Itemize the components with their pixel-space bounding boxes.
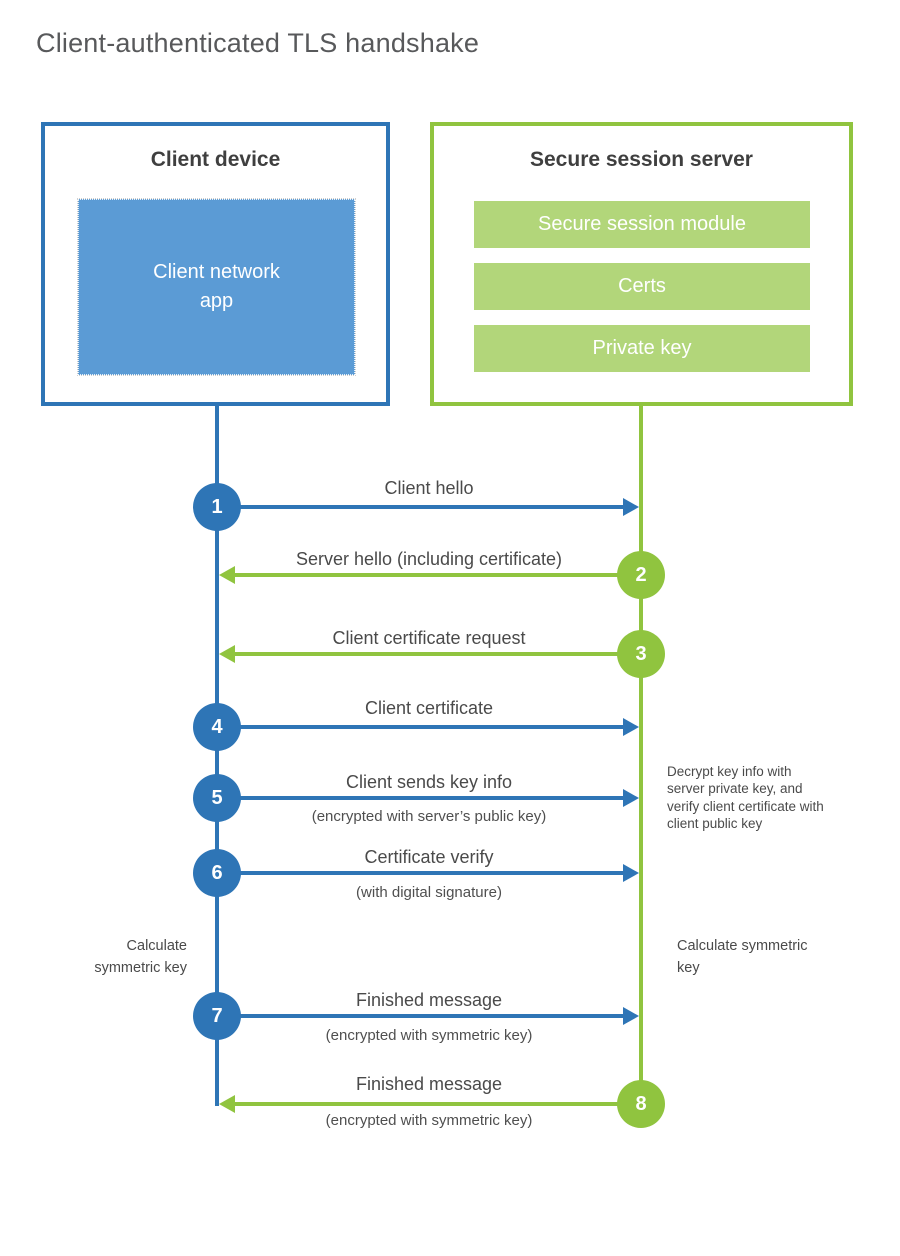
step-7-label: Finished message xyxy=(355,990,503,1010)
server-title: Secure session server xyxy=(530,148,753,171)
client-device-box: Client device Client network app xyxy=(41,122,390,406)
step-3-circle: 3 xyxy=(617,630,665,678)
step-8-label: Finished message xyxy=(355,1074,503,1094)
step-8-arrow xyxy=(219,1095,641,1113)
server-module-bar-certs: Certs xyxy=(474,263,810,310)
step-7-arrow xyxy=(217,1007,639,1025)
step-1-label: Client hello xyxy=(384,478,474,498)
step-4-arrow xyxy=(217,718,639,736)
step-8-sublabel: (encrypted with symmetric key) xyxy=(325,1112,533,1129)
calculate-symmetric-key-right: Calculate symmetric key xyxy=(677,938,808,976)
step-2-label: Server hello (including certificate) xyxy=(295,549,563,569)
step-1-arrow xyxy=(217,498,639,516)
step-5-arrow xyxy=(217,789,639,807)
step-8-circle: 8 xyxy=(617,1080,665,1128)
step-4-label: Client certificate xyxy=(364,698,494,718)
step-5-label: Client sends key info xyxy=(345,772,513,792)
step-4-circle: 4 xyxy=(193,703,241,751)
decrypt-key-note: Decrypt key info with server private key… xyxy=(667,764,824,831)
server-module-bar-secure-session-module: Secure session module xyxy=(474,201,810,248)
step-1-circle: 1 xyxy=(193,483,241,531)
step-7-circle: 7 xyxy=(193,992,241,1040)
step-2-circle: 2 xyxy=(617,551,665,599)
client-network-app-box: Client network app xyxy=(77,198,356,376)
step-6-sublabel: (with digital signature) xyxy=(356,884,502,901)
step-3-label: Client certificate request xyxy=(332,628,526,648)
step-2-arrow xyxy=(219,566,641,584)
client-device-title: Client device xyxy=(150,148,281,171)
step-6-label: Certificate verify xyxy=(364,847,494,867)
client-lifeline xyxy=(215,406,219,1106)
page-title: Client-authenticated TLS handshake xyxy=(36,28,480,58)
step-6-arrow xyxy=(217,864,639,882)
step-5-circle: 5 xyxy=(193,774,241,822)
step-6-circle: 6 xyxy=(193,849,241,897)
server-lifeline xyxy=(639,406,643,1106)
step-5-sublabel: (encrypted with server’s public key) xyxy=(311,808,547,825)
calculate-symmetric-key-left: Calculate symmetric key xyxy=(94,938,187,976)
step-7-sublabel: (encrypted with symmetric key) xyxy=(325,1027,533,1044)
step-3-arrow xyxy=(219,645,641,663)
server-module-bar-private-key: Private key xyxy=(474,325,810,372)
server-box: Secure session server Secure session mod… xyxy=(430,122,853,406)
